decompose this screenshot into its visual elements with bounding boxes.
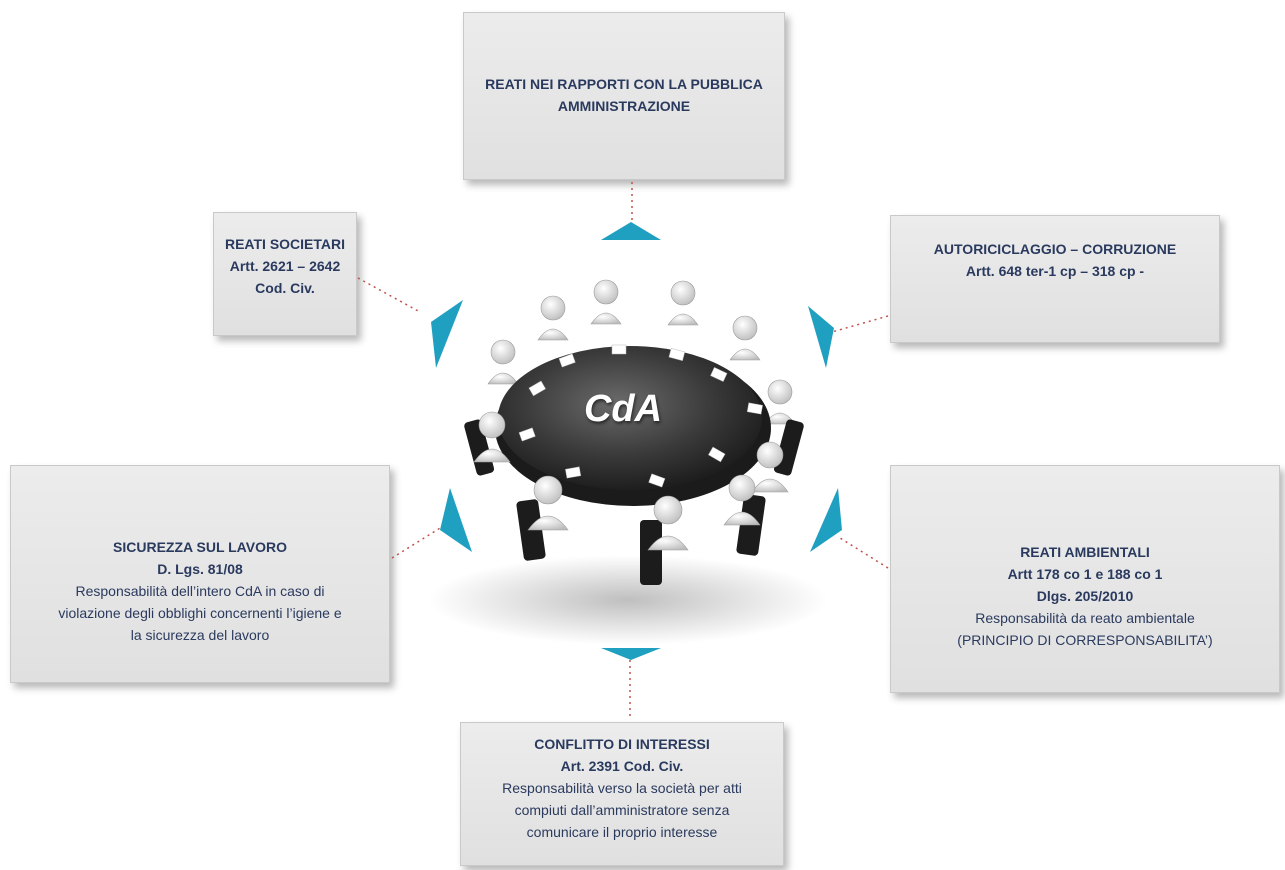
box-title: REATI NEI RAPPORTI CON LA PUBBLICA — [485, 76, 763, 92]
box-title-cont: AMMINISTRAZIONE — [557, 98, 691, 114]
box-description: (PRINCIPIO DI CORRESPONSABILITA’) — [957, 632, 1213, 648]
box-title: CONFLITTO DI INTERESSI — [534, 736, 710, 752]
arrow-upper-right — [808, 306, 834, 368]
box-description: compiuti dall’amministratore senza — [514, 802, 730, 818]
connector-upper-right — [831, 315, 889, 333]
box-autoriciclaggio: AUTORICICLAGGIO – CORRUZIONE Artt. 648 t… — [890, 215, 1220, 343]
box-reference: D. Lgs. 81/08 — [157, 561, 243, 577]
box-conflitto-interessi: CONFLITTO DI INTERESSI Art. 2391 Cod. Ci… — [460, 722, 784, 866]
arrow-lower-left — [440, 488, 472, 552]
box-description: Responsabilità verso la società per atti — [502, 780, 742, 796]
arrow-lower-right — [810, 488, 842, 552]
connector-lower-right — [839, 537, 889, 569]
box-title: AUTORICICLAGGIO – CORRUZIONE — [933, 241, 1177, 257]
box-reati-societari: REATI SOCIETARI Artt. 2621 – 2642 Cod. C… — [213, 212, 357, 336]
box-sicurezza-lavoro: SICUREZZA SUL LAVORO D. Lgs. 81/08 Respo… — [10, 465, 390, 683]
box-reference: Artt. 2621 – 2642 Cod. Civ. — [229, 258, 341, 296]
box-reference: Art. 2391 Cod. Civ. — [560, 758, 684, 774]
box-description: comunicare il proprio interesse — [526, 824, 718, 840]
box-reati-ambientali: REATI AMBIENTALI Artt 178 co 1 e 188 co … — [890, 465, 1280, 693]
box-title: REATI AMBIENTALI — [1020, 544, 1150, 560]
box-pubblica-amministrazione: REATI NEI RAPPORTI CON LA PUBBLICA AMMIN… — [463, 12, 785, 180]
arrow-bottom — [601, 648, 661, 660]
box-title: REATI SOCIETARI — [224, 236, 346, 252]
box-title: SICUREZZA SUL LAVORO — [113, 539, 287, 555]
arrow-top — [601, 222, 661, 240]
box-description: la sicurezza del lavoro — [130, 627, 270, 643]
box-description: Responsabilità dell’intero CdA in caso d… — [75, 583, 325, 599]
box-reference: Artt 178 co 1 e 188 co 1 — [1007, 566, 1163, 582]
box-description: Responsabilità da reato ambientale — [975, 610, 1195, 626]
table-top — [498, 346, 762, 490]
connector-upper-left — [357, 277, 421, 313]
box-description: violazione degli obblighi concernenti l’… — [58, 605, 342, 621]
connector-lower-left — [391, 524, 446, 559]
box-reference: Dlgs. 205/2010 — [1036, 588, 1134, 604]
box-reference: Artt. 648 ter-1 cp – 318 cp - — [965, 263, 1145, 279]
cda-label: CdA — [583, 388, 663, 430]
arrow-upper-left — [431, 300, 463, 368]
